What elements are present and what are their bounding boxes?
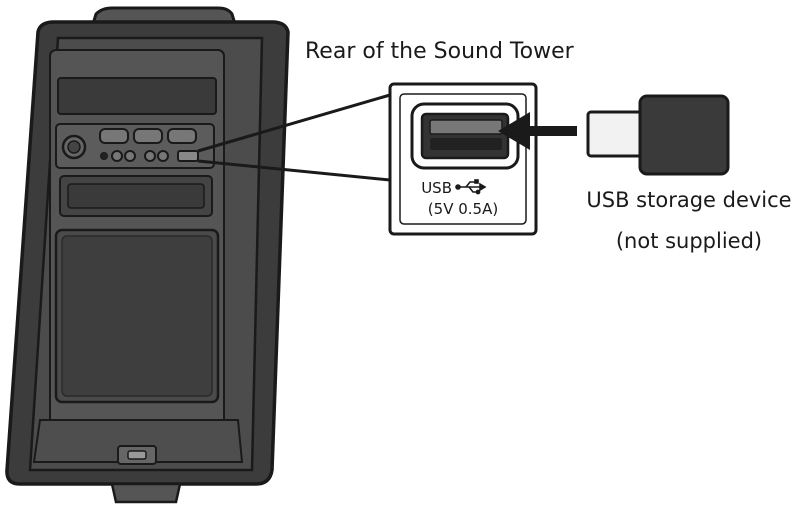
panel-jack-5 (157, 150, 169, 162)
callout-lines (197, 93, 391, 182)
panel-button-2 (133, 128, 163, 144)
top-grille (57, 77, 217, 115)
port-rating-label: (5V 0.5A) (428, 200, 498, 218)
usb-symbol-icon (455, 179, 487, 195)
port-name-label: USB (421, 179, 452, 197)
volume-knob-center (67, 140, 81, 154)
panel-jack-2 (111, 150, 123, 162)
panel-jack-4 (144, 150, 156, 162)
insert-arrow-icon (498, 112, 577, 150)
device-note-label: (not supplied) (616, 229, 762, 253)
panel-button-1 (99, 128, 129, 144)
panel-button-3 (167, 128, 197, 144)
panel-jack-1 (100, 152, 108, 160)
insert-arrow-head (498, 112, 530, 150)
diagram-title: Rear of the Sound Tower (305, 39, 575, 64)
tower-foot (110, 482, 182, 504)
sound-tower (5, 6, 290, 504)
panel-jack-3 (124, 150, 136, 162)
device-name-label: USB storage device (586, 188, 791, 212)
port-callout: USB (5V 0.5A) (388, 82, 538, 236)
middle-handle-inner (67, 183, 205, 209)
usb-storage-device (586, 94, 730, 176)
power-button-icon (127, 450, 147, 460)
tower-base (32, 419, 244, 463)
usb-port-cavity (430, 138, 502, 150)
usb-device-body (638, 94, 730, 176)
insert-arrow-shaft (525, 126, 577, 136)
callout-line-bottom (197, 159, 391, 182)
usb-port-tongue (429, 119, 503, 135)
callout-line-top (197, 93, 391, 153)
lower-grille-inner (61, 235, 213, 397)
tower-usb-port (177, 150, 199, 162)
